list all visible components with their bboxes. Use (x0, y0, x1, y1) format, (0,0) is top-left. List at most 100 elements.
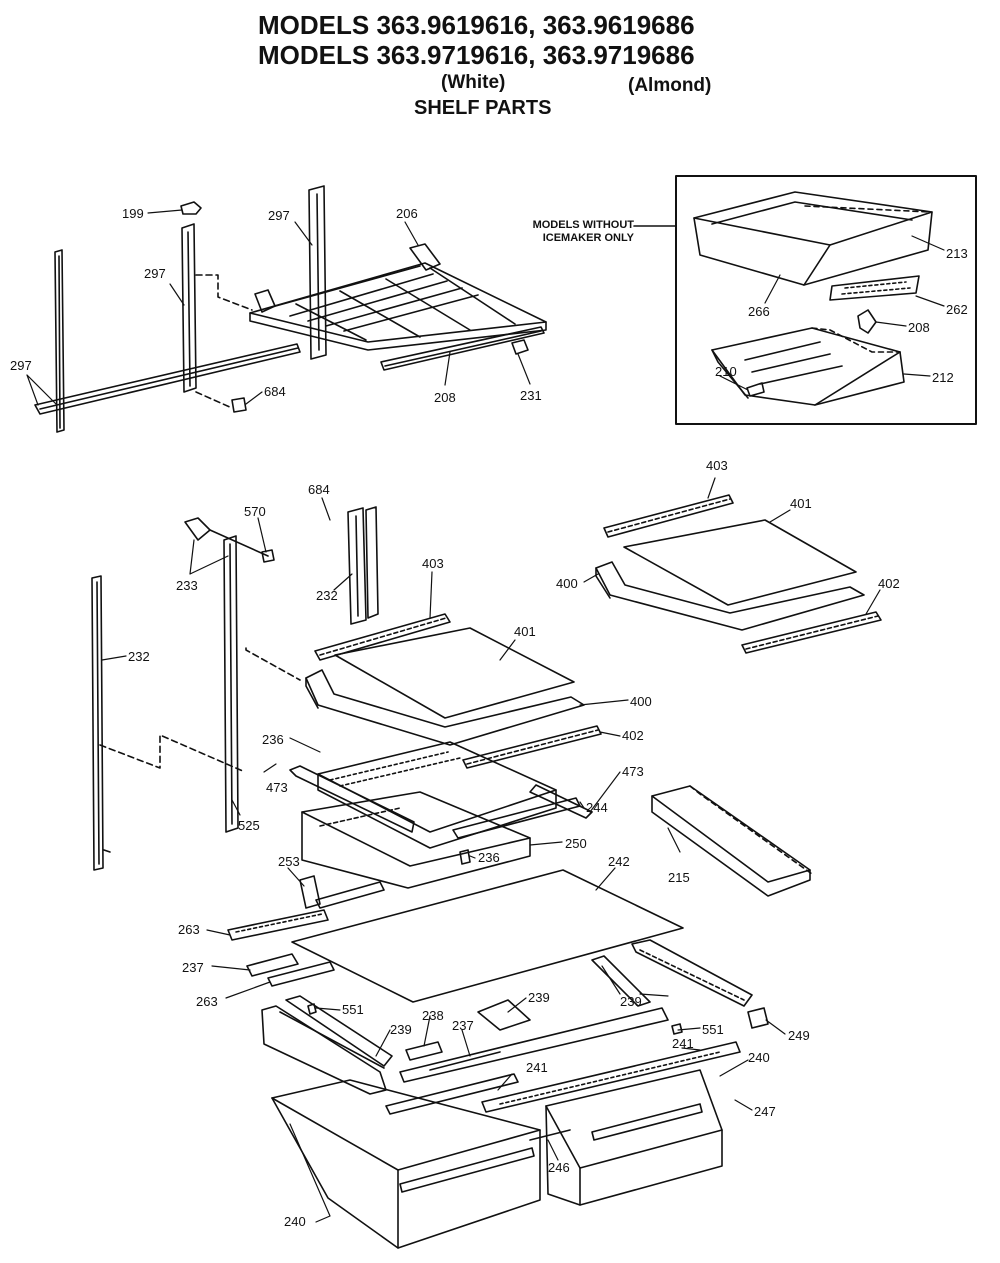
leader-239 (375, 1029, 391, 1057)
part-label: 297 (10, 358, 32, 373)
part-label: 400 (630, 694, 652, 709)
ice-bin-266 (693, 191, 933, 286)
part-label: 525 (238, 818, 260, 833)
part-labels: 199 297 297 297 206 208 231 684 213 266 … (10, 206, 968, 1229)
screw-551-right (671, 1023, 683, 1035)
leader-199 (147, 209, 183, 214)
shelf-trim-402 (462, 725, 602, 769)
inset-frame (675, 175, 977, 425)
part-210 (746, 382, 765, 397)
drawer-handle-right (591, 1103, 703, 1141)
part-238 (405, 1041, 443, 1061)
part-label: 239 (620, 994, 642, 1009)
side-rail-232-left (91, 575, 104, 871)
part-label: 242 (608, 854, 630, 869)
leader-236 (469, 855, 476, 859)
shelf-frame-400 (305, 669, 585, 746)
leader-297 (26, 374, 57, 406)
leader-473 (589, 771, 621, 813)
part-label: 263 (178, 922, 200, 937)
leader-239 (507, 997, 527, 1013)
bracket-253-arm (315, 881, 385, 909)
leader-551 (315, 1007, 341, 1011)
inset-note-line-2: ICEMAKER ONLY (542, 232, 634, 244)
part-label: 401 (514, 624, 536, 639)
part-label: 232 (128, 649, 150, 664)
freezer-shelf-assembly (34, 185, 547, 433)
part-label: 402 (622, 728, 644, 743)
glass-401 (334, 627, 575, 719)
leader-684 (321, 497, 331, 521)
leader-232 (101, 655, 127, 661)
part-label: 247 (754, 1104, 776, 1119)
alignment-dash (99, 734, 246, 773)
part-237-left (246, 953, 299, 977)
inset-note-line-1: MODELS WITHOUT (532, 219, 634, 231)
part-label: 402 (878, 576, 900, 591)
ice-bin-inset (633, 175, 977, 425)
rail-244 (452, 797, 581, 839)
part-label: 570 (244, 504, 266, 519)
rail-473 (289, 765, 593, 833)
right-glass-shelf (595, 494, 882, 654)
part-label: 250 (565, 836, 587, 851)
alignment-dash (245, 647, 301, 681)
part-label: 473 (622, 764, 644, 779)
clip-199 (180, 201, 202, 215)
leader-213 (911, 235, 945, 251)
bracket-233 (184, 517, 275, 563)
part-label: 263 (196, 994, 218, 1009)
crisper-drawer-240-right (545, 1069, 723, 1206)
clip-246 (529, 1129, 571, 1141)
part-label: 212 (932, 370, 954, 385)
leader-206 (404, 221, 419, 246)
leader-525 (231, 799, 241, 816)
part-label: 199 (122, 206, 144, 221)
shelf-rail-208 (380, 326, 545, 371)
part-label: 246 (548, 1160, 570, 1175)
leader-403 (429, 571, 433, 619)
part-label: 240 (284, 1214, 306, 1229)
alignment-dash (195, 391, 233, 409)
wire-shelf-206 (249, 243, 547, 351)
leader-247 (734, 1099, 753, 1111)
leader-263 (225, 981, 271, 999)
glass-shelf-242 (291, 869, 684, 1003)
left-drawer-rail (261, 995, 393, 1095)
drawer-250 (301, 791, 531, 889)
part-label: 210 (715, 364, 737, 379)
part-label: 241 (672, 1036, 694, 1051)
tray-212 (711, 327, 905, 406)
leader-237 (211, 965, 251, 971)
part-label: 551 (342, 1002, 364, 1017)
leader-240 (719, 1059, 749, 1077)
side-rail-239-right (631, 939, 753, 1007)
part-label: 241 (526, 1060, 548, 1075)
leader-402 (599, 731, 621, 737)
leader-401 (769, 509, 791, 523)
bracket-253 (299, 875, 321, 909)
part-label: 400 (556, 576, 578, 591)
leader-262 (915, 295, 945, 307)
leader-212 (903, 373, 931, 377)
part-label: 237 (182, 960, 204, 975)
leader-246 (547, 1139, 559, 1161)
part-label: 240 (748, 1050, 770, 1065)
vertical-rail-297-rear (308, 185, 327, 360)
part-label: 238 (422, 1008, 444, 1023)
leader-210 (719, 375, 749, 391)
leader-208-inset (875, 321, 907, 327)
part-label: 403 (706, 458, 728, 473)
leader-684 (245, 391, 263, 405)
leader-232 (333, 573, 353, 591)
part-label: 244 (586, 800, 608, 815)
leader-231 (517, 353, 531, 385)
leader-401 (499, 639, 516, 661)
part-label: 684 (264, 384, 286, 399)
trim-263-lower (267, 961, 335, 987)
vertical-rail-297-center (180, 201, 202, 393)
alignment-dash (195, 274, 253, 311)
vertical-rail-232 (347, 506, 379, 625)
leader-473 (263, 763, 277, 773)
screw-684 (231, 397, 247, 413)
